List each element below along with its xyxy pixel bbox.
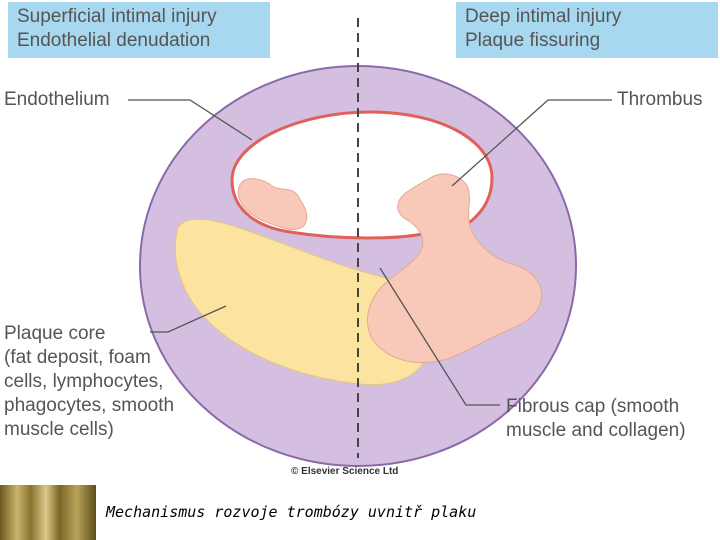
plaque-core-line-5: muscle cells) bbox=[4, 419, 114, 440]
leader-fibrous-cap bbox=[379, 267, 500, 406]
header-deep-injury: Deep intimal injury Plaque fissuring bbox=[456, 2, 718, 58]
label-endothelium: Endothelium bbox=[4, 89, 110, 110]
plaque-core-line-4: phagocytes, smooth bbox=[4, 395, 175, 416]
header-right-line1: Deep intimal injury bbox=[465, 6, 622, 27]
leader-thrombus bbox=[451, 99, 612, 187]
plaque-core-line-3: cells, lymphocytes, bbox=[4, 371, 164, 392]
header-left-line2: Endothelial denudation bbox=[17, 30, 211, 51]
leader-plaque-core bbox=[150, 305, 227, 333]
header-right-line2: Plaque fissuring bbox=[465, 30, 601, 51]
thrombus-superficial bbox=[237, 178, 308, 230]
slide-caption: Mechanismus rozvoje trombózy uvnitř plak… bbox=[106, 503, 477, 521]
copyright-notice: © Elsevier Science Ltd bbox=[291, 466, 399, 477]
decorative-gold-strip bbox=[0, 485, 96, 540]
label-plaque-core: Plaque core (fat deposit, foam cells, ly… bbox=[4, 322, 174, 442]
header-left-line1: Superficial intimal injury bbox=[17, 6, 217, 27]
plaque-core-line-1: Plaque core bbox=[4, 323, 106, 344]
label-fibrous-cap: Fibrous cap (smooth muscle and collagen) bbox=[506, 395, 686, 443]
leader-endothelium bbox=[128, 99, 253, 141]
fibrous-cap-line-1: Fibrous cap (smooth bbox=[506, 396, 680, 417]
label-thrombus: Thrombus bbox=[617, 89, 703, 110]
caption-bar bbox=[0, 485, 720, 540]
plaque-core-line-2: (fat deposit, foam bbox=[4, 347, 151, 368]
fibrous-cap-line-2: muscle and collagen) bbox=[506, 420, 686, 441]
header-superficial-injury: Superficial intimal injury Endothelial d… bbox=[8, 2, 270, 58]
thrombus-deep bbox=[366, 173, 542, 364]
